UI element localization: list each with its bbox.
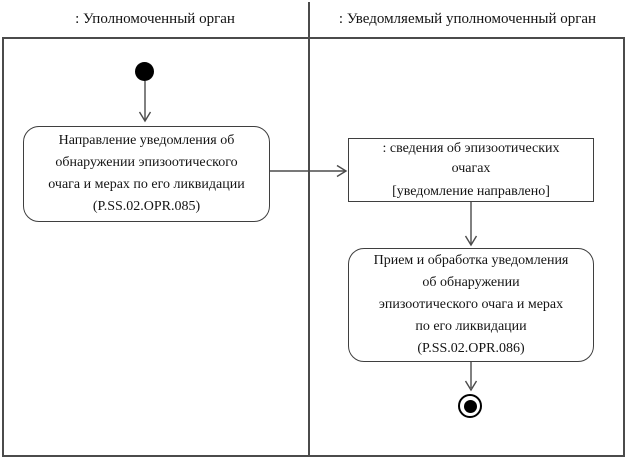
lane-header-notified-body-label: : Уведомляемый уполномоченный орган bbox=[338, 11, 597, 27]
object-node-state: [уведомление направлено] bbox=[392, 183, 550, 199]
activity-receive-line: об обнаружении bbox=[422, 275, 520, 290]
object-node-epizootic-info: : сведения об эпизоотических очагах [уве… bbox=[348, 138, 594, 202]
final-node-inner-dot bbox=[463, 399, 477, 413]
initial-node-icon bbox=[135, 62, 154, 81]
lane-header-authorized-body: : Уполномоченный орган bbox=[2, 2, 308, 39]
lane-header-notified-body: : Уведомляемый уполномоченный орган bbox=[310, 2, 625, 39]
lane-divider bbox=[308, 2, 310, 457]
final-node-icon bbox=[458, 394, 482, 418]
activity-receive-line: по его ликвидации bbox=[415, 319, 527, 334]
activity-receive-line: эпизоотического очага и мерах bbox=[378, 297, 564, 312]
activity-send-line: Направление уведомления об bbox=[58, 133, 235, 148]
object-node-name-line: : сведения об эпизоотических bbox=[382, 140, 560, 156]
activity-send-code: (P.SS.02.OPR.085) bbox=[92, 199, 201, 214]
activity-send-line: очага и мерах по его ликвидации bbox=[48, 177, 245, 192]
lane-header-authorized-body-label: : Уполномоченный орган bbox=[75, 11, 235, 27]
activity-send-line: обнаружении эпизоотического bbox=[55, 155, 238, 170]
activity-receive-line: Прием и обработка уведомления bbox=[373, 253, 569, 268]
activity-receive-notification: Прием и обработка уведомления об обнаруж… bbox=[348, 248, 594, 362]
activity-send-notification: Направление уведомления об обнаружении э… bbox=[23, 126, 270, 222]
object-node-name-line: очагах bbox=[451, 160, 491, 176]
activity-receive-code: (P.SS.02.OPR.086) bbox=[417, 341, 525, 356]
